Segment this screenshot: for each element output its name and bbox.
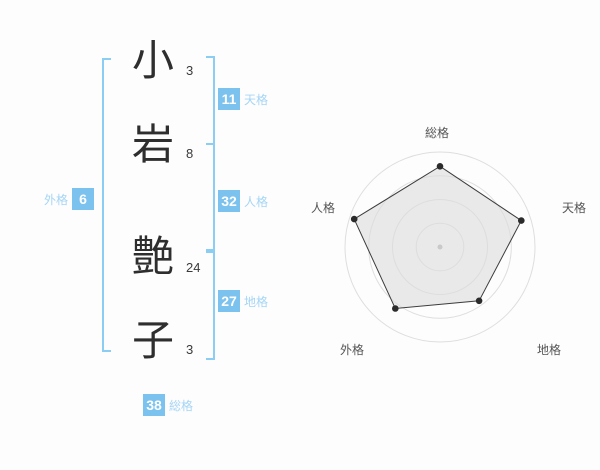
radar-axis-label-jinkaku: 人格 (311, 201, 336, 215)
gaikaku-bracket (102, 58, 111, 352)
name-character: 小 (131, 37, 174, 84)
name-character: 子 (131, 317, 174, 364)
gaikaku-row: 外格 6 (44, 188, 95, 210)
radar-axis-label-gaikaku: 外格 (340, 343, 365, 357)
stroke-count: 3 (186, 63, 194, 78)
stroke-count: 3 (186, 342, 194, 357)
jinkaku-value-badge: 32 (218, 190, 240, 212)
radar-axis-label-tenkaku: 天格 (562, 201, 587, 215)
chikaku-row: 27 地格 (218, 290, 268, 312)
tenkaku-row: 11 天格 (218, 88, 268, 110)
chikaku-value-badge: 27 (218, 290, 240, 312)
radar-axis-label-chikaku: 地格 (537, 343, 562, 357)
tenkaku-bracket (206, 56, 215, 145)
radar-axis-label-soukaku: 総格 (424, 126, 449, 140)
stroke-count: 24 (186, 260, 201, 275)
jinkaku-row: 32 人格 (218, 190, 268, 212)
name-character: 艶 (131, 233, 174, 280)
stroke-count: 8 (186, 146, 194, 161)
gaikaku-value-badge: 6 (72, 188, 95, 210)
radar-chart (344, 151, 536, 343)
jinkaku-label: 人格 (244, 194, 269, 209)
jinkaku-bracket (206, 143, 215, 251)
chikaku-bracket (206, 251, 215, 360)
gaikaku-label: 外格 (44, 192, 69, 207)
name-character: 岩 (131, 121, 174, 168)
tenkaku-label: 天格 (244, 92, 269, 107)
soukaku-label: 総格 (169, 398, 194, 413)
chikaku-label: 地格 (244, 294, 269, 309)
soukaku-value-badge: 38 (143, 394, 165, 416)
soukaku-row: 38 総格 (143, 394, 193, 416)
tenkaku-value-badge: 11 (218, 88, 240, 110)
